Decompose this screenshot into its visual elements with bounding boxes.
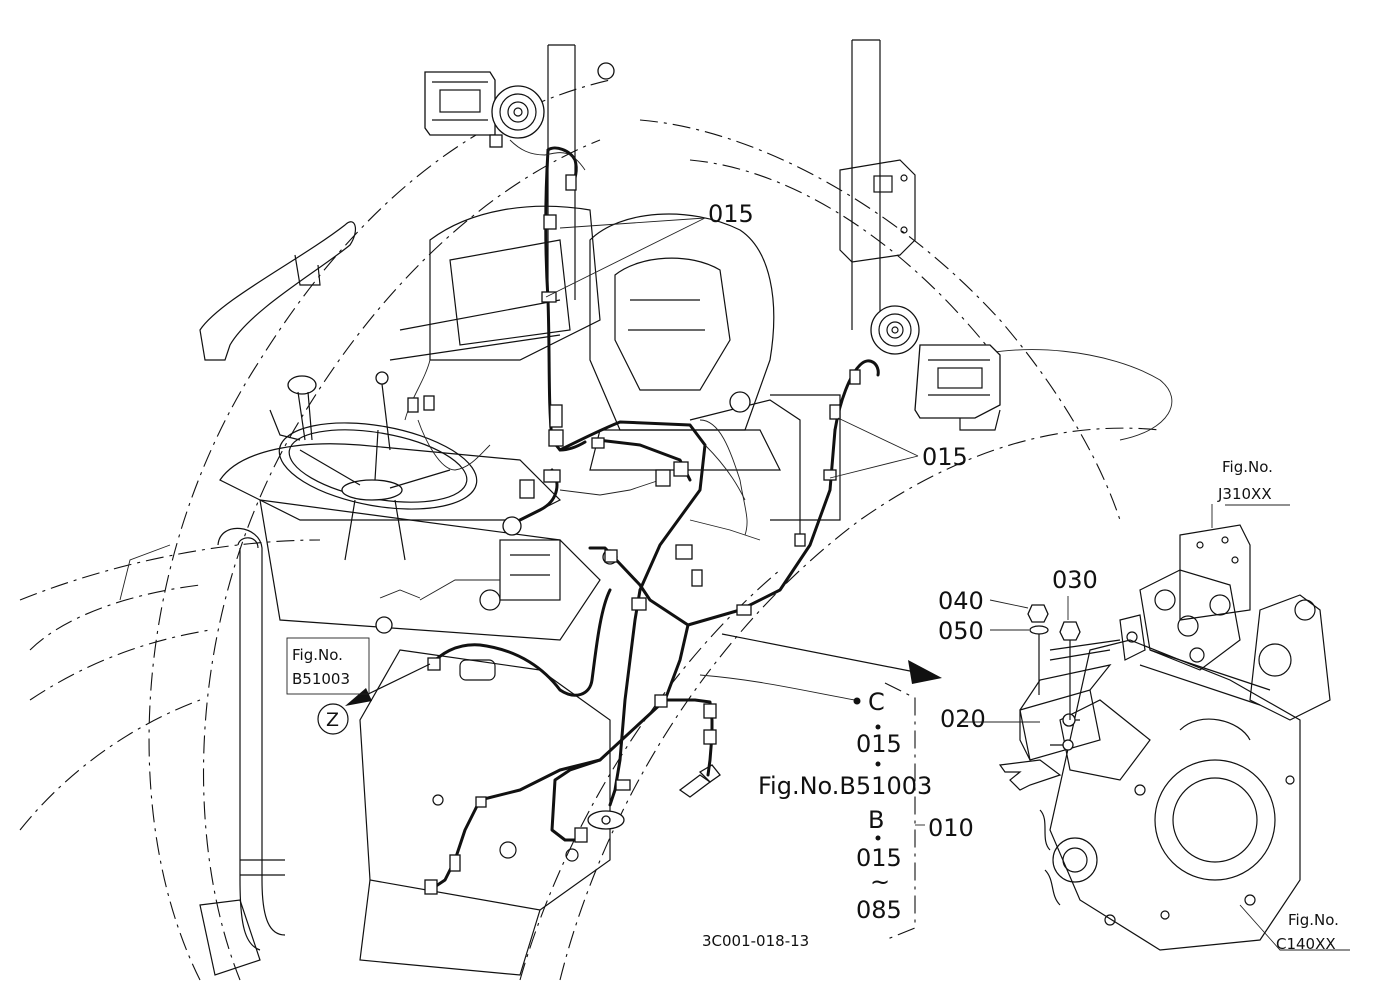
label-fig-b51003-inline: Fig.No.B51003 <box>758 772 932 800</box>
grab-handle <box>199 221 357 361</box>
label-b-marker: B <box>868 806 884 834</box>
reference-boxes <box>286 637 370 735</box>
ref-010-bracket <box>884 682 925 941</box>
label-fig-c140-line1: Fig.No. <box>1288 911 1339 929</box>
label-020: 020 <box>940 705 986 733</box>
dashboard-area <box>219 205 601 641</box>
right-work-light <box>870 305 1001 431</box>
label-tilde: ~ <box>870 868 890 896</box>
label-fig-b51003-line1: Fig.No. <box>292 646 343 664</box>
label-010: 010 <box>928 814 974 842</box>
label-b-085: 085 <box>856 896 902 924</box>
label-c-015: 015 <box>856 730 902 758</box>
left-work-light <box>424 62 615 148</box>
direction-arrows <box>345 633 942 706</box>
label-015-right: 015 <box>922 443 968 471</box>
operator-seat <box>589 213 781 471</box>
fender-outlines <box>19 79 1173 981</box>
label-015-top: 015 <box>708 200 754 228</box>
sensor-fittings <box>375 391 751 830</box>
label-fig-b51003-line2: B51003 <box>292 670 350 688</box>
label-fig-j310-line1: Fig.No. <box>1222 458 1273 476</box>
transmission-housing <box>1039 524 1331 951</box>
bracket-assembly <box>998 604 1121 791</box>
harness-connectors <box>407 174 861 895</box>
rops-frame <box>547 39 916 540</box>
exhaust-pipe <box>217 527 286 951</box>
label-fig-c140-line2: C140XX <box>1276 935 1336 953</box>
label-z-marker: Z <box>326 709 339 731</box>
hood-outline <box>29 544 211 701</box>
steering-wheel <box>278 422 478 561</box>
thin-wires <box>379 139 761 601</box>
label-030: 030 <box>1052 566 1098 594</box>
leader-lines <box>545 217 1350 951</box>
label-fig-j310-line2: J310XX <box>1217 485 1272 503</box>
label-b-015: 015 <box>856 844 902 872</box>
control-levers <box>269 371 391 451</box>
label-050: 050 <box>938 617 984 645</box>
label-c-marker: C <box>868 688 885 716</box>
label-drawing-code: 3C001-018-13 <box>702 932 809 950</box>
label-040: 040 <box>938 587 984 615</box>
